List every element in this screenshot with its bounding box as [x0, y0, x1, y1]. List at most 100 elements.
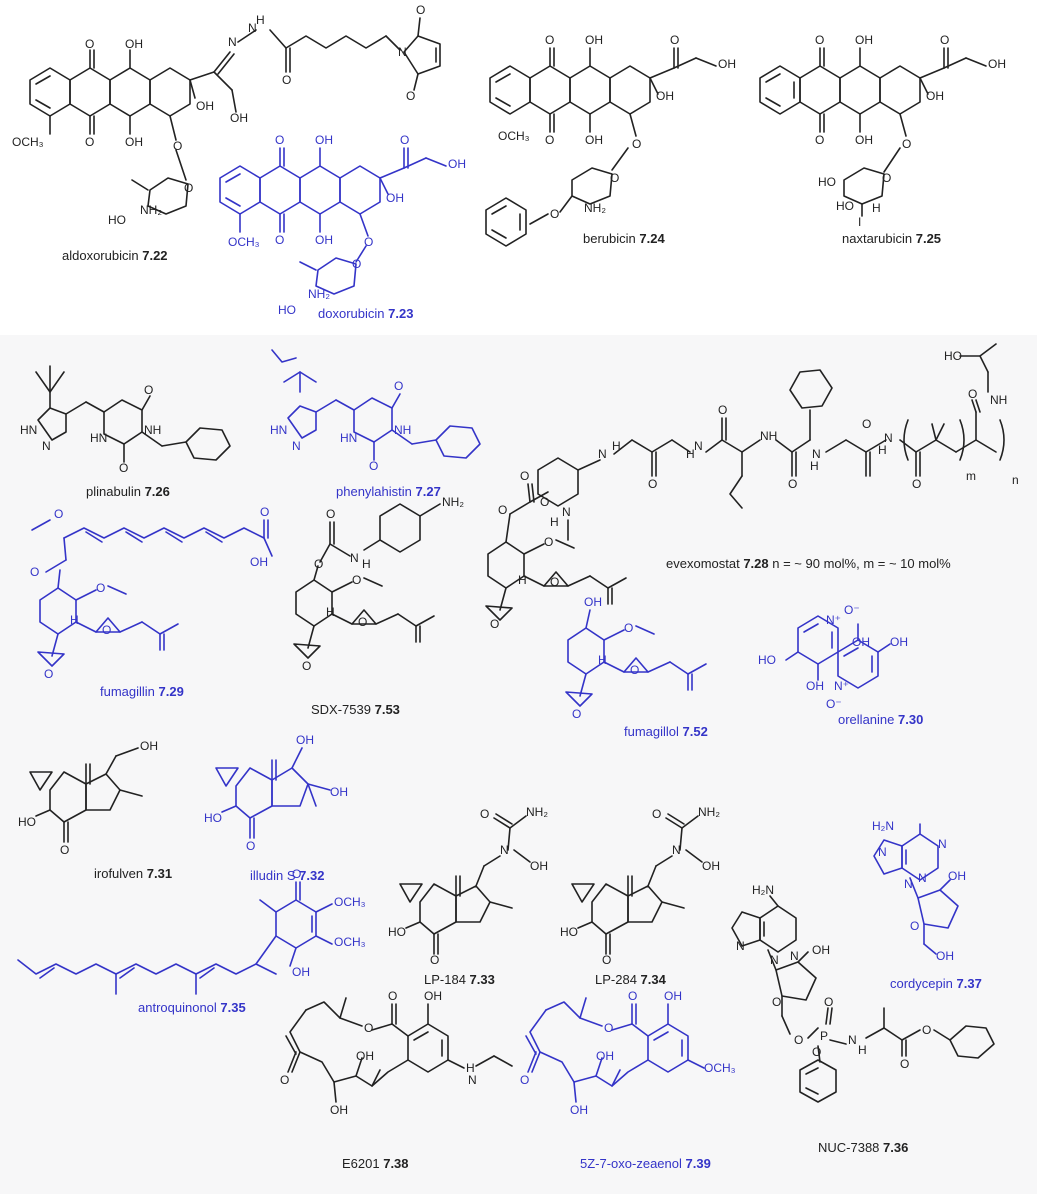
atom-label: OH — [584, 595, 602, 609]
atom-label: H — [256, 13, 265, 27]
atom-label: O — [30, 565, 40, 579]
atom-label: n — [1012, 473, 1019, 487]
atom-label: HN — [20, 423, 38, 437]
atom-label: N — [938, 837, 947, 851]
atom-label: N — [694, 439, 703, 453]
structure-5z-7-oxo-zeaenol — [525, 997, 705, 1103]
atom-label: H — [362, 557, 371, 571]
atom-label: H — [466, 1061, 475, 1075]
atom-label: O — [144, 383, 154, 397]
atom-label: O — [85, 37, 95, 51]
structure-nuc-7388 — [731, 895, 995, 1103]
atom-label: NH — [144, 423, 162, 437]
atom-label: HO — [204, 811, 222, 825]
compound-label-5z-7-oxo-zeaenol: 5Z-7-oxo-zeaenol 7.39 — [580, 1156, 711, 1171]
atom-label: O — [44, 667, 54, 681]
atom-label: O⁻ — [844, 603, 860, 617]
atom-label: O — [400, 133, 410, 147]
atom-label: N — [248, 21, 257, 35]
atom-label: H₂N — [752, 883, 774, 897]
atom-label: OH — [356, 1049, 374, 1063]
atom-label: OH — [448, 157, 466, 171]
atom-label: OH — [855, 133, 873, 147]
atom-label: O — [292, 867, 302, 881]
atom-label: O — [670, 33, 680, 47]
atom-label: OCH₃ — [498, 129, 530, 143]
atom-label: NH₂ — [140, 203, 162, 217]
atom-label: N⁺ — [826, 613, 841, 627]
atom-label: m — [966, 469, 976, 483]
structure-berubicin — [485, 47, 717, 247]
atom-label: O — [246, 839, 256, 853]
compound-label-evexomostat: evexomostat 7.28 n = ~ 90 mol%, m = ~ 10… — [666, 556, 951, 571]
atom-label: NH₂ — [584, 201, 606, 215]
atom-label: HO — [108, 213, 126, 227]
atom-label: N — [672, 843, 681, 857]
compound-label-aldoxorubicin: aldoxorubicin 7.22 — [62, 248, 168, 263]
atom-label: OH — [250, 555, 268, 569]
structure-fumagillol — [565, 609, 707, 707]
atom-label: NH — [394, 423, 412, 437]
atom-label: O — [275, 233, 285, 247]
atom-label: H — [598, 653, 607, 667]
structure-irofulven — [29, 747, 143, 843]
atom-label: HN — [270, 423, 288, 437]
compound-label-irofulven: irofulven 7.31 — [94, 866, 173, 881]
atom-label: N — [292, 439, 301, 453]
atom-label: O — [184, 181, 194, 195]
atom-label: OH — [585, 33, 603, 47]
atom-label: OH — [196, 99, 214, 113]
compound-label-fumagillol: fumagillol 7.52 — [624, 724, 708, 739]
atom-label: O — [119, 461, 129, 475]
atom-label: O — [652, 807, 662, 821]
atom-label: N — [884, 431, 893, 445]
atom-label: O — [815, 133, 825, 147]
atom-label: N⁺ — [834, 679, 849, 693]
atom-label: N — [562, 505, 571, 519]
compound-label-doxorubicin: doxorubicin 7.23 — [318, 306, 414, 321]
atom-label: O — [628, 989, 638, 1003]
structure-phenylahistin — [271, 349, 481, 461]
compound-label-naxtarubicin: naxtarubicin 7.25 — [842, 231, 942, 246]
atom-label: OCH₃ — [12, 135, 44, 149]
atom-label: O — [520, 1073, 530, 1087]
atom-label: H — [878, 443, 887, 457]
atom-label: O — [572, 707, 582, 721]
atom-label: NH₂ — [698, 805, 720, 819]
atom-label: N — [42, 439, 51, 453]
structure-plinabulin — [35, 365, 231, 463]
atom-label: HO — [944, 349, 962, 363]
atom-label: OH — [718, 57, 736, 71]
compound-label-e6201: E6201 7.38 — [342, 1156, 409, 1171]
structure-naxtarubicin — [759, 47, 987, 217]
atom-label: O — [910, 919, 920, 933]
atom-label: O — [632, 137, 642, 151]
atom-label: O — [406, 89, 416, 103]
atom-label: NH — [990, 393, 1008, 407]
atom-label: O — [794, 1033, 804, 1047]
compound-label-plinabulin: plinabulin 7.26 — [86, 484, 170, 499]
structure-antroquinonol — [17, 881, 333, 995]
atom-label: OH — [702, 859, 720, 873]
atom-label: O — [275, 133, 285, 147]
atom-label: N — [812, 447, 821, 461]
atom-label: O — [545, 33, 555, 47]
compound-label-orellanine: orellanine 7.30 — [838, 712, 924, 727]
atom-label: OH — [585, 133, 603, 147]
atom-label: N — [228, 35, 237, 49]
atom-label: N — [770, 953, 779, 967]
atom-label: HO — [758, 653, 776, 667]
atom-label: HO — [278, 303, 296, 317]
atom-label: O — [416, 3, 426, 17]
atom-label: HO — [560, 925, 578, 939]
atom-label: OH — [852, 635, 870, 649]
atom-label: O — [648, 477, 658, 491]
compound-label-nuc-7388: NUC-7388 7.36 — [818, 1140, 909, 1155]
atom-label: N — [350, 551, 359, 565]
atom-label: OH — [812, 943, 830, 957]
atom-label: O — [540, 495, 550, 509]
atom-label: N — [500, 843, 509, 857]
atom-label: HN — [340, 431, 358, 445]
atom-label: O — [940, 33, 950, 47]
